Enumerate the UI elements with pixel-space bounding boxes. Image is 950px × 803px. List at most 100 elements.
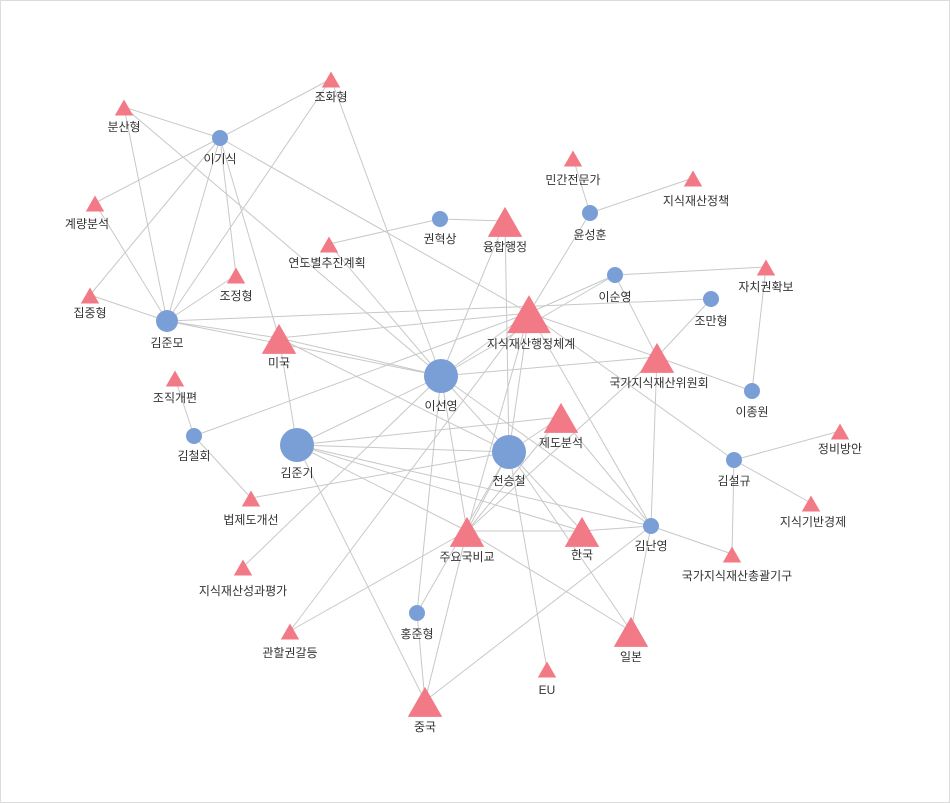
node-jedo[interactable]: 제도분석 <box>539 402 583 450</box>
topic-node-triangle[interactable] <box>80 287 100 304</box>
topic-node-triangle[interactable] <box>564 516 600 547</box>
node-leegisik[interactable]: 이기식 <box>203 130 237 166</box>
node-label: 법제도개선 <box>223 513 278 527</box>
person-node-circle[interactable] <box>212 130 228 146</box>
topic-node-triangle[interactable] <box>85 195 105 212</box>
topic-node-triangle[interactable] <box>280 623 300 640</box>
node-yeondo[interactable]: 연도별추진계획 <box>288 236 366 270</box>
edge-leeseonyeong-seonggwa <box>242 375 442 568</box>
node-johwa[interactable]: 조화형 <box>314 71 348 104</box>
node-hanguk[interactable]: 한국 <box>564 516 600 562</box>
node-seonggwa[interactable]: 지식재산성과평가 <box>199 559 287 598</box>
node-minganjeonmun[interactable]: 민간전문가 <box>545 150 601 187</box>
node-label: 지식재산정책 <box>663 193 729 208</box>
person-node-circle[interactable] <box>280 428 314 462</box>
topic-node-triangle[interactable] <box>407 686 443 717</box>
node-kimjungi[interactable]: 김준기 <box>280 428 314 480</box>
node-gwonhyeoksang[interactable]: 권혁상 <box>423 211 457 246</box>
topic-node-triangle[interactable] <box>639 342 675 373</box>
person-node-circle[interactable] <box>607 267 623 283</box>
node-label: EU <box>539 683 556 697</box>
node-label: 국가지식재산위원회 <box>609 376 708 390</box>
node-jachi[interactable]: 자치권확보 <box>738 259 794 294</box>
person-node-circle[interactable] <box>582 205 598 221</box>
topic-node-triangle[interactable] <box>487 206 523 237</box>
node-jojikgaepyeon[interactable]: 조직개편 <box>153 370 197 405</box>
node-haengjeongchegye[interactable]: 지식재산행정체계 <box>487 295 575 351</box>
node-jisikjeongchaek[interactable]: 지식재산정책 <box>663 170 729 208</box>
edge-haengjeongchegye-leesunyeong <box>528 274 616 314</box>
edge-haengjeongchegye-jujoyo <box>466 312 530 532</box>
topic-node-triangle[interactable] <box>233 559 253 576</box>
topic-node-triangle[interactable] <box>563 150 583 167</box>
node-leejongwon[interactable]: 이종원 <box>735 383 769 419</box>
person-node-circle[interactable] <box>643 518 659 534</box>
topic-node-triangle[interactable] <box>449 516 485 547</box>
edge-leeseonyeong-hongjunhyeong <box>416 375 442 614</box>
topic-node-triangle[interactable] <box>543 402 579 433</box>
edge-jeonseungcheol-beopjedo <box>250 451 510 499</box>
node-kimjunmo[interactable]: 김준모 <box>150 310 184 350</box>
node-yunseonghun[interactable]: 윤성훈 <box>573 205 607 242</box>
person-node-circle[interactable] <box>156 310 178 332</box>
person-node-circle[interactable] <box>409 605 425 621</box>
edge-jujoyo-junggukcountry <box>424 530 468 702</box>
edge-leesunyeong-wiwonhoe <box>614 274 658 358</box>
node-bunsan[interactable]: 분산형 <box>107 99 141 134</box>
topic-node-triangle[interactable] <box>801 495 821 512</box>
node-beopjedo[interactable]: 법제도개선 <box>223 490 279 527</box>
topic-node-triangle[interactable] <box>683 170 703 187</box>
node-jeongbi[interactable]: 정비방안 <box>818 423 862 456</box>
topic-node-triangle[interactable] <box>756 259 776 276</box>
node-kimseolgyu[interactable]: 김설규 <box>717 452 751 488</box>
topic-node-triangle[interactable] <box>261 323 297 354</box>
person-node-circle[interactable] <box>492 435 526 469</box>
node-kimnanyeong[interactable]: 김난영 <box>634 518 668 553</box>
node-junggukcountry[interactable]: 중국 <box>407 686 443 734</box>
edge-leegisik-bunsan <box>123 106 221 139</box>
topic-node-triangle[interactable] <box>830 423 850 440</box>
node-hongjunhyeong[interactable]: 홍준형 <box>400 605 434 641</box>
node-kimcheolhoe[interactable]: 김철회 <box>177 428 211 463</box>
node-ilbon[interactable]: 일본 <box>613 616 649 664</box>
topic-node-triangle[interactable] <box>537 661 557 678</box>
topic-node-triangle[interactable] <box>241 490 261 507</box>
person-node-circle[interactable] <box>744 383 760 399</box>
person-node-circle[interactable] <box>703 291 719 307</box>
node-yunghap[interactable]: 융합행정 <box>483 206 527 254</box>
node-label: 융합행정 <box>483 239 527 254</box>
topic-node-triangle[interactable] <box>319 236 339 253</box>
node-jojeong[interactable]: 조정형 <box>219 267 253 303</box>
person-node-circle[interactable] <box>424 359 458 393</box>
node-gibangyeongje[interactable]: 지식기반경제 <box>780 495 846 529</box>
node-miguk[interactable]: 미국 <box>261 323 297 370</box>
edge-leegisik-haengjeongchegye <box>219 137 530 314</box>
topic-node-triangle[interactable] <box>226 267 246 284</box>
node-jomanhyeong[interactable]: 조만형 <box>694 291 728 328</box>
node-jeonseungcheol[interactable]: 전승철 <box>492 435 526 488</box>
node-label: 지식재산행정체계 <box>487 336 575 351</box>
edge-gyeryang-kimjunmo <box>94 202 168 322</box>
topic-node-triangle[interactable] <box>165 370 185 387</box>
topic-node-triangle[interactable] <box>114 99 134 116</box>
node-jujoyo[interactable]: 주요국비교 <box>439 516 495 564</box>
edge-yunghap-jeonseungcheol <box>504 220 510 453</box>
node-eu[interactable]: EU <box>537 661 557 697</box>
node-jipjung[interactable]: 집중형 <box>73 287 107 320</box>
topic-node-triangle[interactable] <box>613 616 649 647</box>
node-gwanhal[interactable]: 관할권갈등 <box>262 623 318 660</box>
node-wiwonhoe[interactable]: 국가지식재산위원회 <box>609 342 709 390</box>
person-node-circle[interactable] <box>186 428 202 444</box>
edge-kimcheolhoe-beopjedo <box>193 435 252 499</box>
topic-node-triangle[interactable] <box>321 71 341 88</box>
node-gyeryang[interactable]: 계량분석 <box>65 195 109 231</box>
node-leesunyeong[interactable]: 이순영 <box>598 267 632 304</box>
node-label: 권혁상 <box>423 232 456 246</box>
node-chonggwal[interactable]: 국가지식재산총괄기구 <box>682 546 792 583</box>
person-node-circle[interactable] <box>726 452 742 468</box>
topic-node-triangle[interactable] <box>507 295 551 334</box>
node-leeseonyeong[interactable]: 이선영 <box>424 359 458 413</box>
person-node-circle[interactable] <box>432 211 448 227</box>
topic-node-triangle[interactable] <box>722 546 742 563</box>
